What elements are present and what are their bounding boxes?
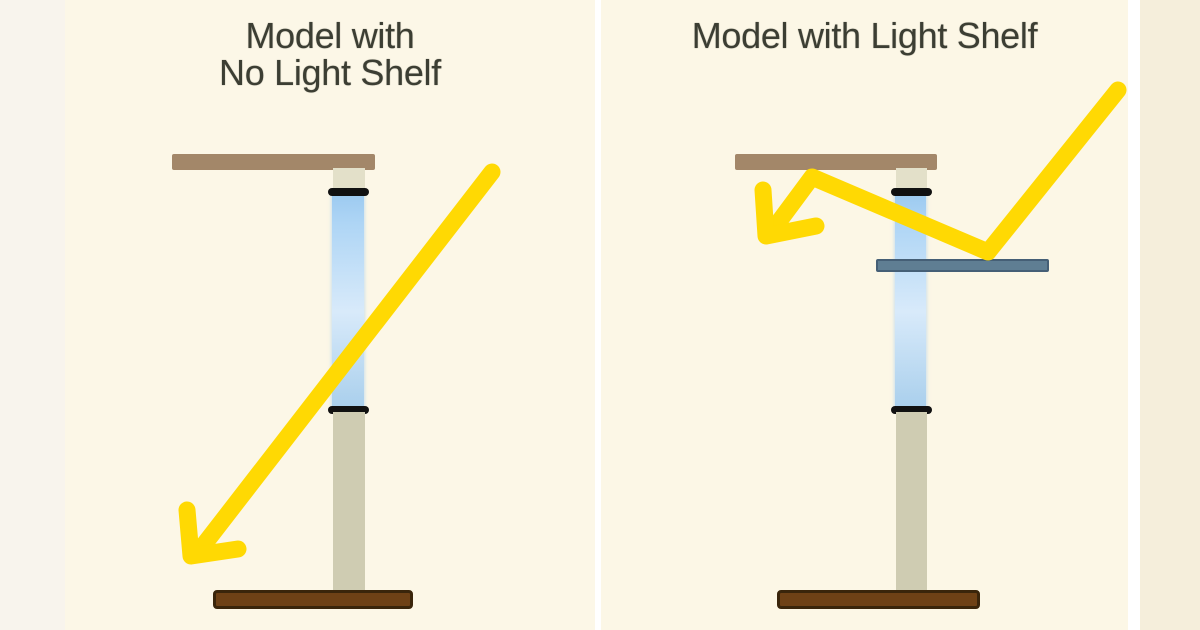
panel-no-light-shelf (65, 0, 595, 630)
background-left-strip (0, 0, 65, 630)
window-glass-left (332, 193, 364, 409)
window-header-left (333, 168, 365, 190)
window-sill-frame-right (891, 406, 932, 414)
right-divider (1128, 0, 1140, 630)
window-head-frame-right (891, 188, 932, 196)
title-no-light-shelf: Model with No Light Shelf (65, 17, 595, 91)
window-header-right (896, 168, 927, 190)
wall-left (333, 412, 365, 592)
title-no-light-shelf-line2: No Light Shelf (219, 52, 441, 93)
title-no-light-shelf-line1: Model with (245, 15, 415, 56)
title-light-shelf-line1: Model with Light Shelf (691, 15, 1038, 56)
panel-light-shelf (601, 0, 1128, 630)
window-glass-right (895, 193, 926, 409)
wall-right (896, 412, 927, 592)
title-light-shelf: Model with Light Shelf (601, 17, 1128, 54)
floor-right (777, 590, 980, 609)
panel-divider (595, 0, 601, 630)
background-right-strip (1140, 0, 1200, 630)
floor-left (213, 590, 413, 609)
light-shelf-bar (876, 259, 1049, 272)
window-head-frame-left (328, 188, 369, 196)
